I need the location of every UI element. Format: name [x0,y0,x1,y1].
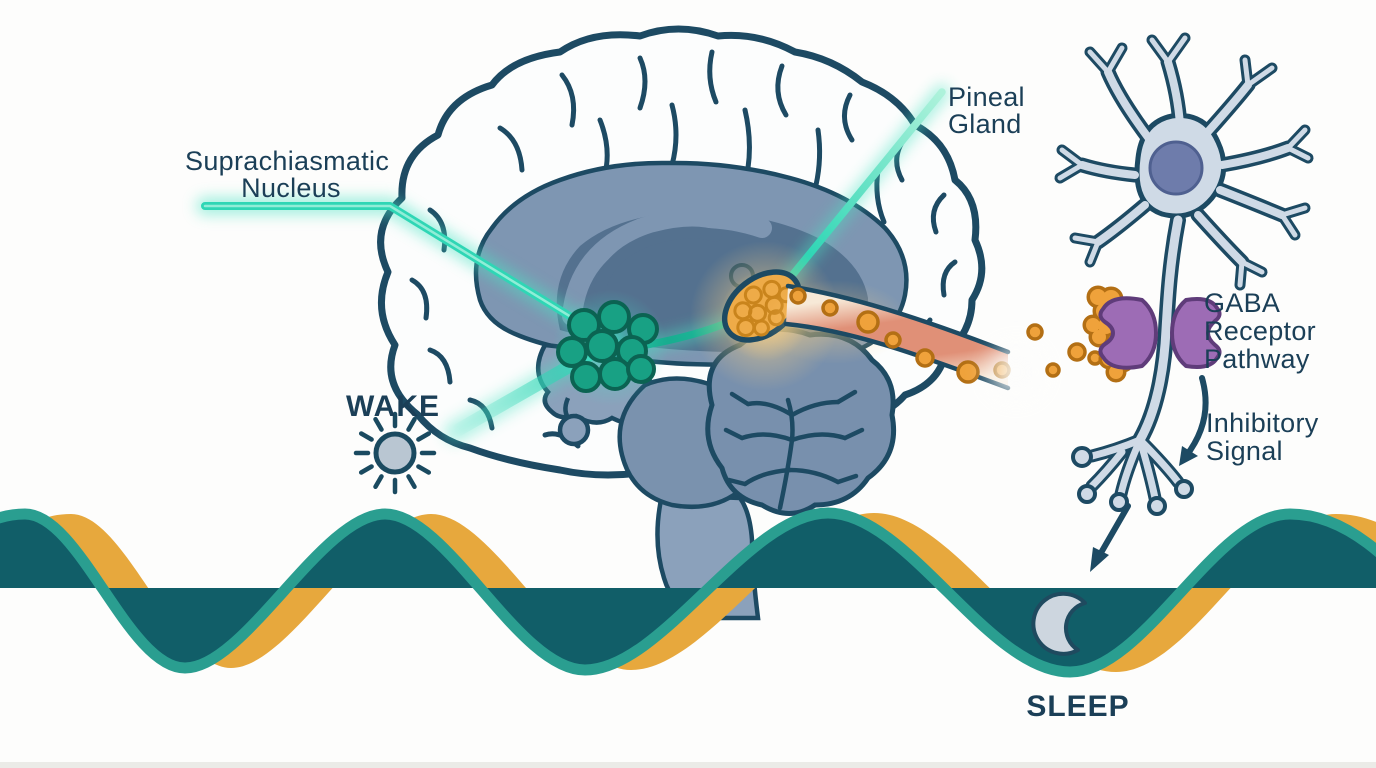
inhibitory-label: Inhibitory Signal [1206,408,1326,466]
sleep-arrow [1090,503,1131,572]
scn-cluster [552,290,668,406]
cerebellum-tree [723,389,865,511]
neuron-illustration [1054,32,1314,516]
bottom-edge-strip [0,762,1376,768]
sleep-label: SLEEP [1026,690,1129,723]
neuron-nucleus [1148,140,1204,196]
sun-icon [353,411,437,495]
wave-ribbon [0,507,1376,678]
labels: Suprachiasmatic Nucleus Pineal Gland GAB… [185,82,1326,723]
arrowhead [1179,446,1198,466]
gaba-receptor [1098,296,1222,370]
pituitary-gland [557,413,591,447]
inhibitory-arrow [1179,375,1209,466]
scn-leader-line [196,197,623,443]
wave-teal-fill [0,513,1376,672]
terminal-bulbs [1071,446,1194,516]
scn-label: Suprachiasmatic Nucleus [185,146,397,203]
wave-teal-stroke [0,507,1376,678]
corpus-callosum-band [562,208,772,326]
pineal-label: Pineal Gland [948,82,1033,139]
gaba-label: GABA Receptor Pathway [1204,288,1324,374]
ventricle-curl [594,226,722,294]
arrowhead [1090,547,1109,572]
moon-icon [1031,591,1087,656]
wake-label: WAKE [346,390,440,423]
